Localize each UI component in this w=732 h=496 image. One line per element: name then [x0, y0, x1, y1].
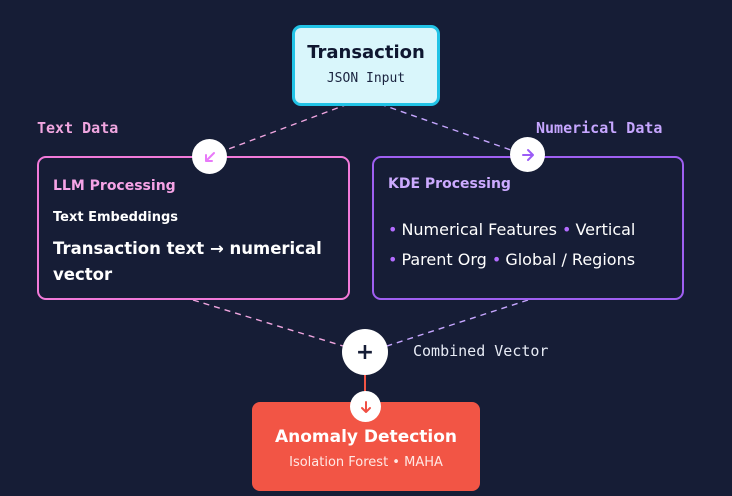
bullet-icon: •	[562, 220, 572, 239]
arrow-down-icon	[350, 391, 381, 422]
kde-feature-row-1: •Numerical Features •Vertical	[388, 220, 635, 239]
connector-llm-to-combine	[192, 299, 344, 347]
bullet-icon: •	[491, 250, 502, 269]
llm-description: Transaction text → numerical vector	[53, 236, 343, 288]
llm-heading: LLM Processing	[53, 178, 176, 194]
connector-kde-to-combine	[386, 299, 529, 347]
combine-plus-icon: +	[342, 329, 388, 375]
kde-feature: Global / Regions	[505, 250, 636, 269]
kde-heading: KDE Processing	[388, 176, 511, 192]
bullet-icon: •	[388, 250, 398, 269]
kde-feature: Parent Org	[401, 250, 487, 269]
kde-feature: Vertical	[575, 220, 636, 239]
anomaly-detection-node: Anomaly Detection Isolation Forest • MAH…	[252, 402, 480, 491]
text-data-label: Text Data	[37, 119, 119, 137]
arrow-down-icon-shape	[360, 400, 371, 413]
llm-processing-box: LLM Processing Text Embeddings Transacti…	[37, 156, 350, 300]
numerical-data-label: Numerical Data	[536, 119, 663, 137]
llm-desc-part2: numerical vector	[53, 239, 322, 284]
transaction-subtitle: JSON Input	[326, 71, 406, 86]
connector-tx-to-kde	[379, 103, 529, 157]
llm-subheading: Text Embeddings	[53, 210, 178, 225]
kde-processing-box: KDE Processing •Numerical Features •Vert…	[372, 156, 684, 300]
bullet-icon: •	[388, 220, 398, 239]
kde-feature: Numerical Features	[401, 220, 557, 239]
anomaly-title: Anomaly Detection	[274, 427, 458, 447]
arrow-down-left-icon-shape	[204, 151, 215, 162]
transaction-title: Transaction	[307, 42, 425, 63]
anomaly-subtitle: Isolation Forest • MAHA	[289, 455, 443, 470]
llm-desc-arrow: →	[209, 239, 224, 258]
arrow-down-left-icon	[192, 139, 227, 174]
transaction-node: Transaction JSON Input	[292, 25, 440, 106]
llm-desc-part1: Transaction text	[53, 239, 205, 258]
kde-feature-row-2: •Parent Org •Global / Regions	[388, 250, 635, 269]
arrow-right-icon-shape	[521, 148, 534, 161]
connector-tx-to-llm	[209, 103, 349, 157]
combined-vector-label: Combined Vector	[413, 342, 549, 360]
arrow-right-icon	[510, 137, 545, 172]
